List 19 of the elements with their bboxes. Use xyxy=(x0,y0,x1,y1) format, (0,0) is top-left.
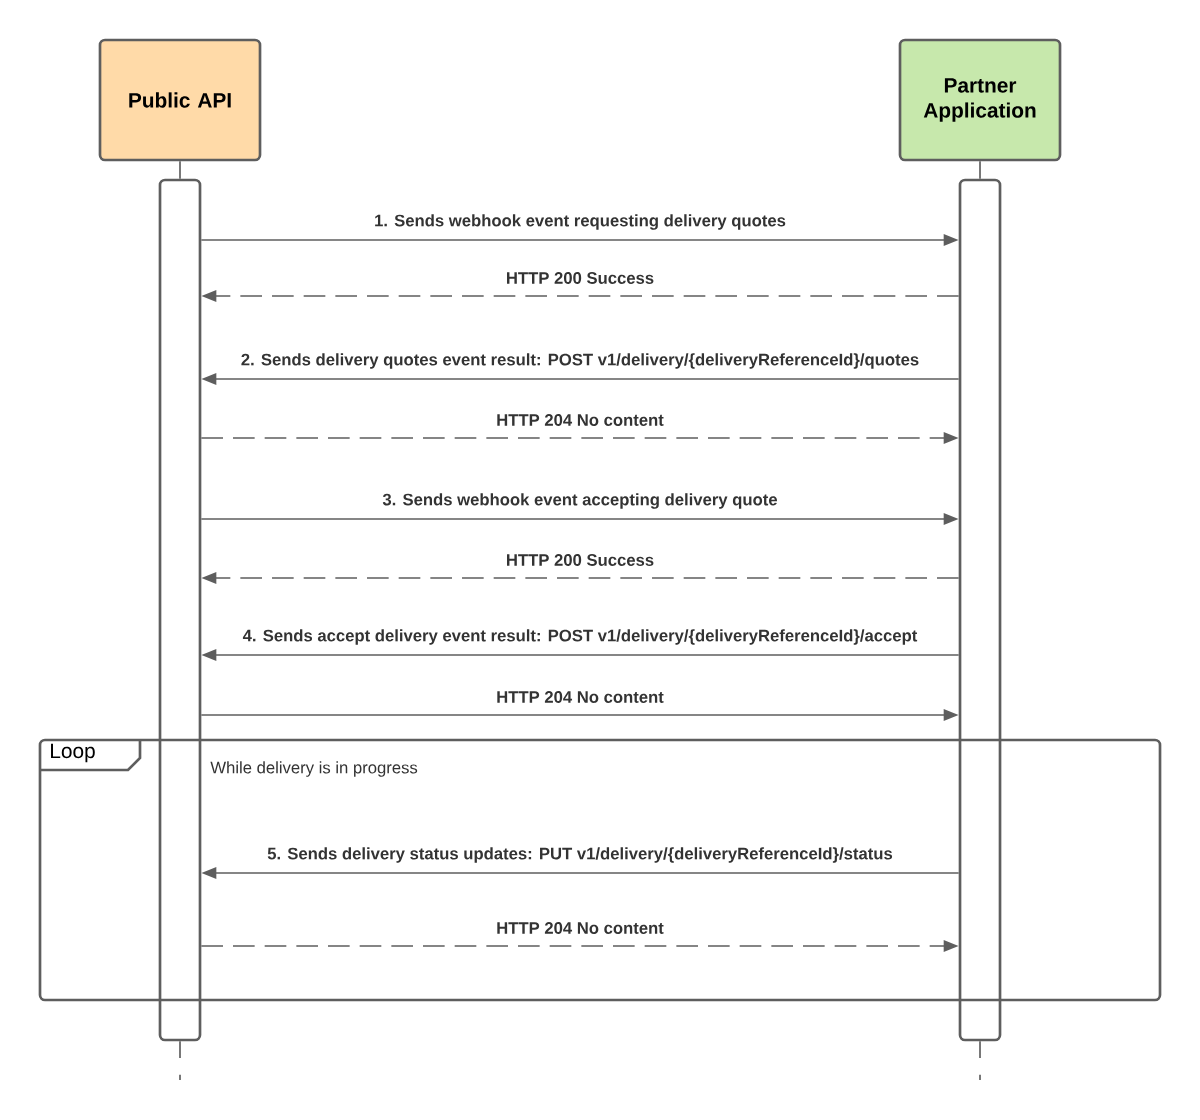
lifeline xyxy=(179,160,181,180)
edge-label: 2. Sends delivery quotes event result: POST v1/delivery/{deliveryReferenceId}/quotes xyxy=(239,351,921,371)
edge-label: 1. Sends webhook event requesting delivery quotes xyxy=(372,212,788,232)
activation-bar xyxy=(158,178,202,1042)
edge-label: 3. Sends webhook event accepting delivery quote xyxy=(380,491,780,511)
lifeline xyxy=(979,1040,981,1081)
lifeline xyxy=(179,1040,181,1081)
edge-label: HTTP 200 Success xyxy=(504,552,656,568)
edge-label: 5. Sends delivery status updates: PUT v1/delivery/{deliveryReferenceId}/status xyxy=(265,845,895,865)
lifeline xyxy=(979,160,981,180)
edge-label: HTTP 204 No content xyxy=(494,412,666,428)
actor-box: Public API xyxy=(98,38,262,162)
edge-label: HTTP 204 No content xyxy=(494,689,666,705)
loop-label: Loop While delivery is in progress xyxy=(40,740,418,777)
actor-box: Partner Application xyxy=(898,38,1062,162)
edge-label: HTTP 200 Success xyxy=(504,270,656,286)
edge-label: HTTP 204 No content xyxy=(494,920,666,936)
edge-label: 4. Sends accept delivery event result: POST v1/delivery/{deliveryReferenceId}/accept xyxy=(241,627,920,647)
activation-bar xyxy=(958,178,1002,1042)
